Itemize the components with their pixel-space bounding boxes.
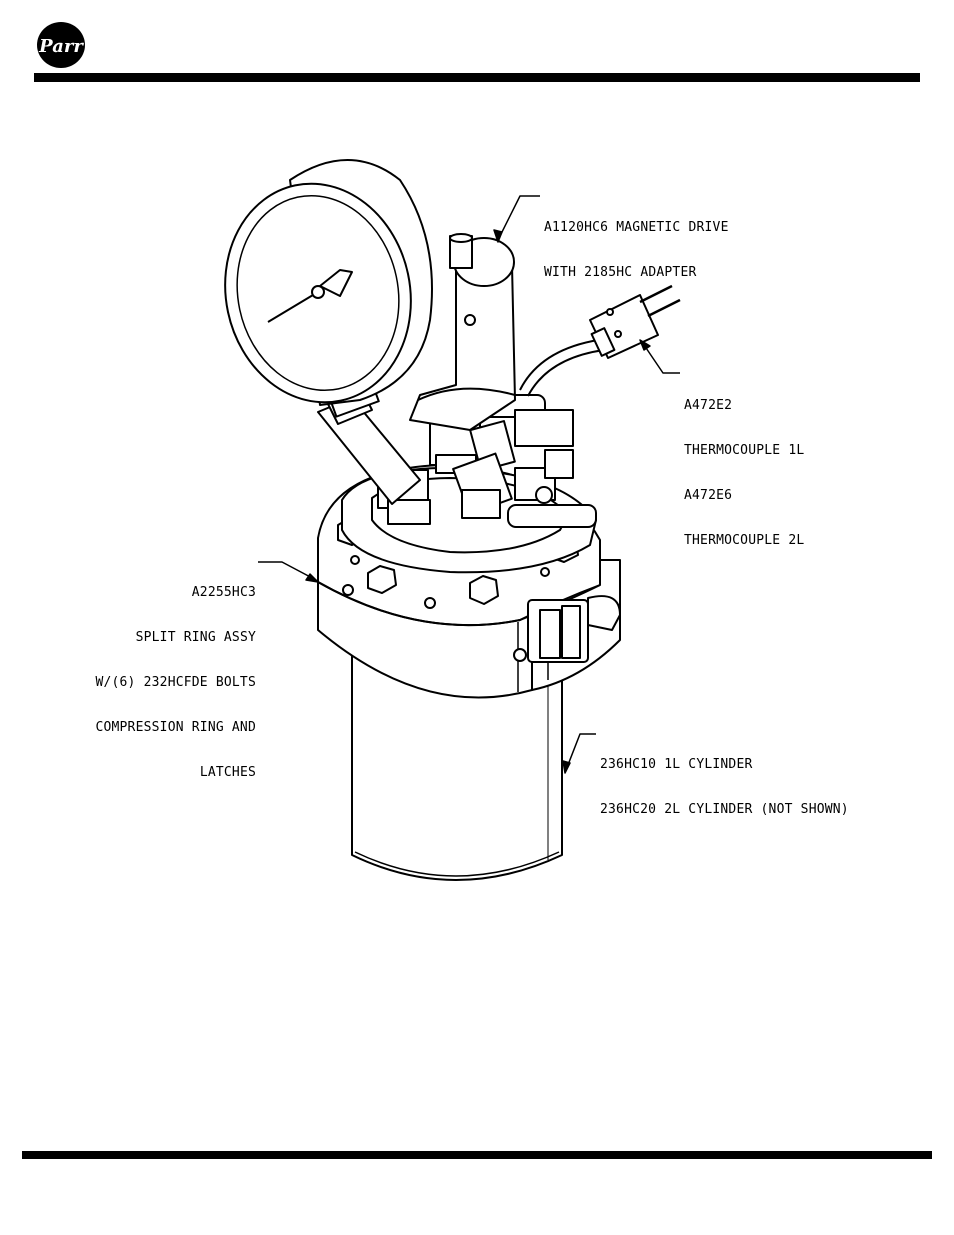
- footer-rule: [22, 1151, 932, 1159]
- split-ring-label: A2255HC3 SPLIT RING ASSY W/(6) 232HCFDE …: [60, 555, 256, 795]
- magnetic-drive-label: A1120HC6 MAGNETIC DRIVE WITH 2185HC ADAP…: [544, 190, 729, 295]
- logo-text: Parr: [38, 36, 84, 57]
- magnetic-drive: [409, 233, 516, 431]
- leader-lines: [258, 195, 680, 774]
- split-ring-line-4: COMPRESSION RING AND: [95, 720, 256, 735]
- thermocouple-label: A472E2 THERMOCOUPLE 1L A472E6 THERMOCOUP…: [684, 368, 804, 563]
- thermocouple-line-1: A472E2: [684, 398, 733, 413]
- cylinder-line-2: 236HC20 2L CYLINDER (NOT SHOWN): [600, 802, 849, 817]
- cylinder-line-1: 236HC10 1L CYLINDER: [600, 757, 753, 772]
- split-ring-line-1: A2255HC3: [191, 585, 256, 600]
- latch: [513, 595, 621, 663]
- magnetic-drive-line-1: A1120HC6 MAGNETIC DRIVE: [544, 220, 729, 235]
- thermocouple-line-2: THERMOCOUPLE 1L: [684, 443, 805, 458]
- split-ring-line-3: W/(6) 232HCFDE BOLTS: [95, 675, 256, 690]
- cylinder: [351, 650, 563, 881]
- magnetic-drive-line-2: WITH 2185HC ADAPTER: [544, 265, 697, 280]
- split-ring-line-5: LATCHES: [199, 765, 256, 780]
- thermocouple-line-3: A472E6: [684, 488, 733, 503]
- pressure-gauge: [224, 159, 433, 406]
- valves: [377, 394, 597, 528]
- parr-logo: Parr: [37, 22, 85, 68]
- split-ring-line-2: SPLIT RING ASSY: [135, 630, 256, 645]
- thermocouple-line-4: THERMOCOUPLE 2L: [684, 533, 805, 548]
- thermocouple: [519, 284, 681, 397]
- cylinder-label: 236HC10 1L CYLINDER 236HC20 2L CYLINDER …: [600, 727, 849, 832]
- header-rule: [34, 73, 920, 82]
